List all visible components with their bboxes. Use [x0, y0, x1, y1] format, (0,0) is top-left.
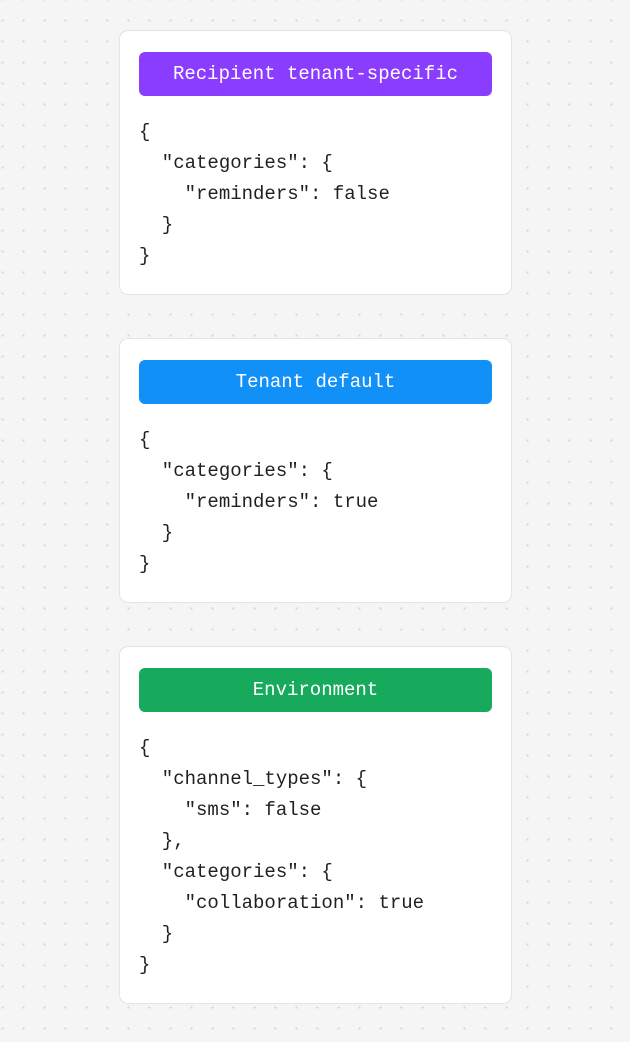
json-line: } [139, 522, 174, 544]
preference-card-recipient-tenant-specific: Recipient tenant-specific { "categories":… [119, 30, 512, 295]
json-line: "collaboration": true [139, 892, 425, 914]
card-json-body-tenant-default: { "categories": { "reminders": true }} [139, 425, 492, 580]
card-badge-environment: Environment [139, 668, 492, 712]
json-line: { [139, 737, 151, 759]
card-json-body-recipient-tenant-specific: { "categories": { "reminders": false }} [139, 117, 492, 272]
json-line: "categories": { [139, 861, 333, 883]
json-line: } [139, 954, 151, 976]
json-line: "reminders": false [139, 183, 390, 205]
preference-card-tenant-default: Tenant default { "categories": { "reminde… [119, 338, 512, 603]
card-json-body-environment: { "channel_types": { "sms": false }, "ca… [139, 733, 492, 981]
json-line: "channel_types": { [139, 768, 368, 790]
json-line: "reminders": true [139, 491, 379, 513]
json-line: "categories": { [139, 460, 333, 482]
json-line: } [139, 214, 174, 236]
json-line: } [139, 553, 151, 575]
json-line: "sms": false [139, 799, 322, 821]
preference-layer-card-stack: Recipient tenant-specific { "categories":… [119, 30, 512, 1004]
json-line: } [139, 923, 174, 945]
preference-card-environment: Environment { "channel_types": { "sms": f… [119, 646, 512, 1004]
json-line: "categories": { [139, 152, 333, 174]
card-badge-tenant-default: Tenant default [139, 360, 492, 404]
json-line: } [139, 245, 151, 267]
json-line: { [139, 121, 151, 143]
json-line: { [139, 429, 151, 451]
json-line: }, [139, 830, 185, 852]
card-badge-recipient-tenant-specific: Recipient tenant-specific [139, 52, 492, 96]
